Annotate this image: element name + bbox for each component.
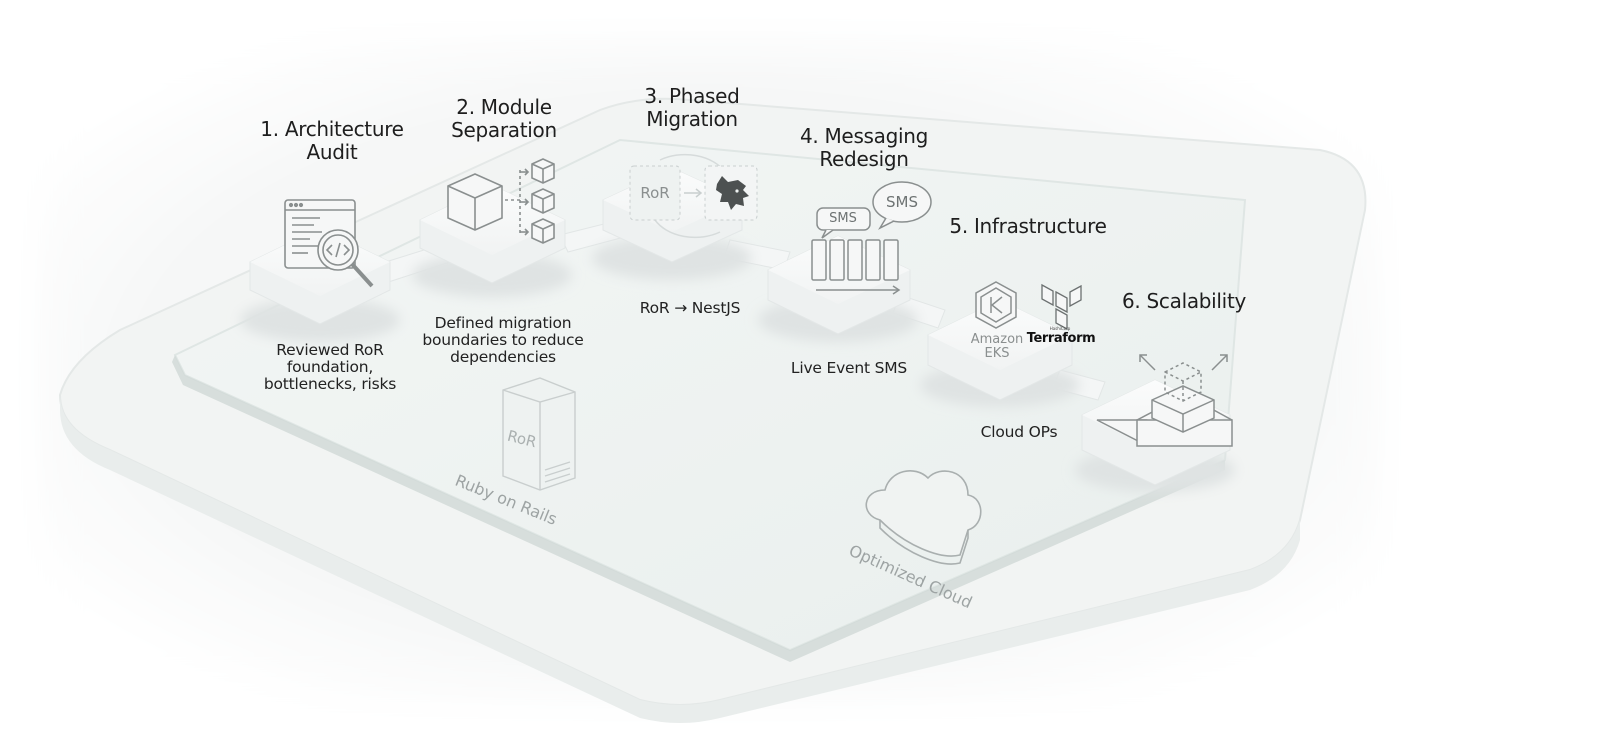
step-3-title-line-1: 3. Phased	[644, 84, 740, 108]
code-audit-icon	[284, 199, 374, 288]
step-4-title-line-2: Redesign	[819, 147, 909, 171]
step-3-description: RoR → NestJS	[639, 299, 741, 317]
step-4-title-line-1: 4. Messaging	[799, 124, 929, 148]
terraform-icon	[1041, 283, 1082, 331]
step-2-title: 2. Module Separation	[451, 96, 557, 142]
terraform-label: Terraform	[1026, 331, 1096, 346]
step-1-title-line-2: Audit	[306, 140, 358, 164]
block-5	[920, 299, 1080, 407]
step-2-description-line-1: Defined migration	[434, 314, 572, 332]
step-2-description-line-3: dependencies	[450, 348, 556, 366]
cloud-icon	[865, 470, 982, 565]
eks-label-line-1: Amazon	[970, 332, 1024, 347]
scalability-icon	[1096, 354, 1233, 447]
ror-box-label: RoR	[640, 184, 670, 202]
step-3-title-line-2: Migration	[646, 107, 738, 131]
step-1-title: 1. Architecture Audit	[260, 117, 404, 164]
step-1-description-line-3: bottlenecks, risks	[263, 375, 397, 393]
sms-queue-icon	[811, 181, 932, 295]
base-plate-edge	[60, 395, 1300, 723]
sms-large-label: SMS	[886, 193, 918, 211]
step-6-title-line-1: 6. Scalability	[1121, 289, 1247, 313]
step-2-description-line-2: boundaries to reduce	[422, 331, 584, 349]
step-2-title-line-2: Separation	[451, 118, 557, 142]
module-split-icon	[447, 158, 555, 244]
step-4-title: 4. Messaging Redesign	[800, 125, 928, 171]
step-5-title-line-1: 5. Infrastructure	[949, 214, 1107, 238]
eks-label-line-2: EKS	[984, 346, 1010, 361]
step-5-description-line-1: Cloud OPs	[980, 423, 1058, 441]
step-5-description: Cloud OPs	[981, 424, 1058, 441]
eks-label: Amazon EKS	[971, 333, 1024, 361]
terraform-vendor-label: HashiCorp	[1049, 326, 1071, 331]
step-1-description: Reviewed RoR foundation, bottlenecks, ri…	[263, 341, 397, 393]
step-5-title: 5. Infrastructure	[949, 214, 1107, 238]
step-1-title-line-1: 1. Architecture	[260, 117, 404, 141]
step-3-description-line-1: RoR → NestJS	[639, 299, 741, 317]
sms-small-label: SMS	[829, 211, 857, 226]
step-4-description-line-1: Live Event SMS	[790, 359, 908, 377]
step-2-description: Defined migration boundaries to reduce d…	[422, 314, 584, 366]
step-3-title: 3. Phased Migration	[644, 85, 739, 131]
glass-sheet-edge	[172, 355, 1225, 662]
eks-icon	[975, 281, 1017, 329]
step-2-title-line-1: 2. Module	[456, 95, 552, 119]
step-1-description-line-2: foundation,	[286, 358, 374, 376]
step-6-title: 6. Scalability	[1122, 290, 1246, 313]
migration-icon	[629, 153, 758, 239]
rails-server-icon	[502, 377, 576, 491]
step-1-description-line-1: Reviewed RoR	[276, 341, 384, 359]
step-4-description: Live Event SMS	[791, 360, 907, 377]
